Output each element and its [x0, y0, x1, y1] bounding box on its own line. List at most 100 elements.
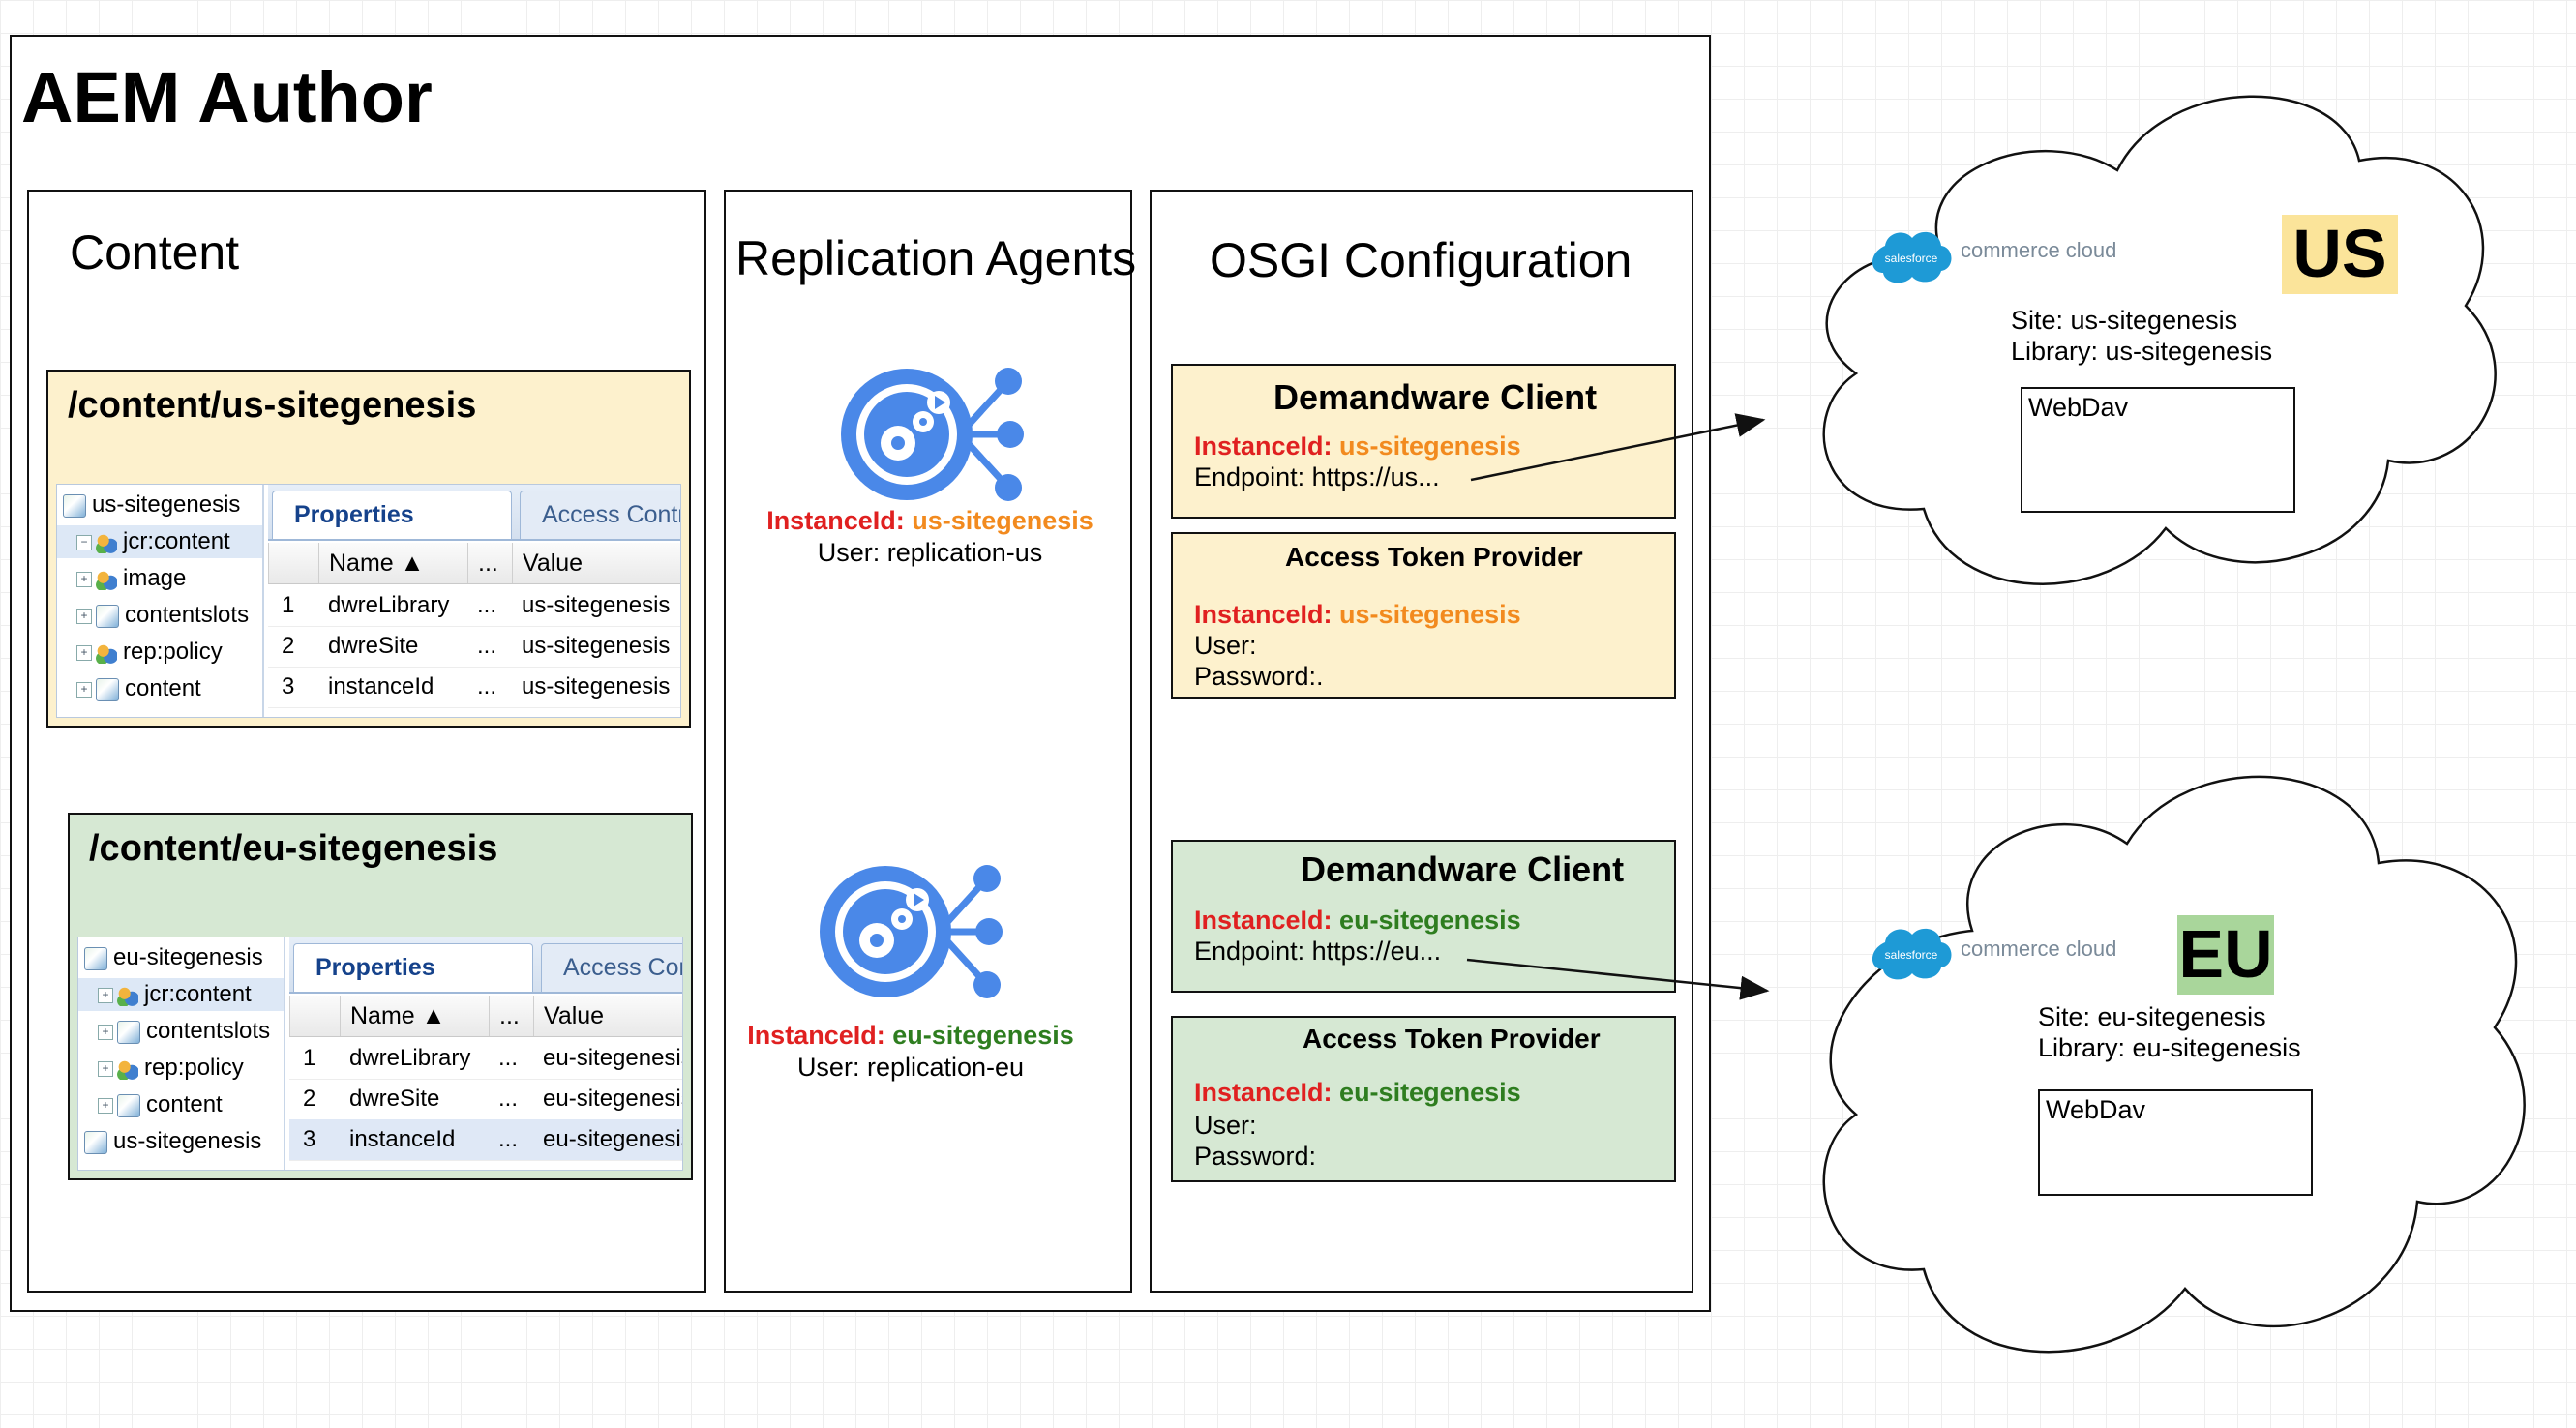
collapse-icon[interactable]: −: [76, 534, 92, 550]
tree-node[interactable]: +image: [57, 562, 262, 595]
osgi-configuration-column: OSGI Configuration Demandware Client Ins…: [1150, 190, 1693, 1293]
table-cell-n: 2: [282, 633, 295, 659]
tree-node[interactable]: eu-sitegenesis: [78, 941, 284, 974]
eu-content-path: /content/eu-sitegenesis: [89, 828, 498, 869]
replication-agents-title: Replication Agents: [735, 231, 1137, 285]
tree-node[interactable]: + rep:policy: [78, 1052, 284, 1085]
us-commerce-cloud-text: commerce cloud: [1961, 238, 2117, 262]
us-token-instance-label: InstanceId:: [1194, 600, 1333, 629]
expand-icon[interactable]: +: [76, 571, 92, 587]
osgi-configuration-title: OSGI Configuration: [1210, 233, 1632, 287]
us-token-instance-line: InstanceId: us-sitegenesis: [1194, 600, 1521, 630]
us-tab-access-control[interactable]: Access Contr: [520, 491, 680, 539]
aem-author-title: AEM Author: [21, 57, 433, 137]
us-tab-bar: Properties Access Contr: [268, 485, 680, 541]
us-grid-header-index: [268, 543, 318, 583]
us-token-instance-value: us-sitegenesis: [1339, 600, 1521, 629]
us-grid-header-name[interactable]: Name ▲: [318, 543, 467, 583]
us-crx-tree: us-sitegenesis −jcr:content +image +content…: [57, 485, 264, 717]
us-region-badge: US: [2282, 215, 2398, 294]
tree-node[interactable]: + rep:policy: [57, 636, 262, 669]
eu-client-instance-label: InstanceId:: [1194, 906, 1333, 935]
eu-grid-header-index: [289, 996, 340, 1036]
table-cell-n: 3: [303, 1126, 316, 1152]
folder-icon: [117, 984, 138, 1006]
tree-node[interactable]: +content: [78, 1088, 284, 1121]
folder-icon: [117, 1057, 138, 1080]
content-column: Content /content/us-sitegenesis us-siteg…: [27, 190, 706, 1293]
table-cell-value: eu-sitegenesis: [543, 1045, 683, 1071]
tree-node-label: us-sitegenesis: [113, 1128, 262, 1154]
us-content-panel: /content/us-sitegenesis us-sitegenesis−j…: [46, 370, 691, 728]
eu-tab-properties[interactable]: Properties: [293, 943, 533, 992]
us-agent-user: User: replication-us: [817, 538, 1043, 567]
eu-crx-browser: eu-sitegenesis+jcr:content+contentslots+…: [77, 937, 683, 1171]
tree-node[interactable]: +contentslots: [78, 1015, 284, 1048]
eu-agent-instance-value: eu-sitegenesis: [892, 1021, 1074, 1050]
tree-node-label: rep:policy: [144, 1055, 244, 1081]
us-webdav-label: WebDav: [2028, 393, 2129, 422]
expand-icon[interactable]: +: [76, 681, 92, 698]
table-cell-dots: ...: [498, 1126, 519, 1152]
us-grid-header-value[interactable]: Value: [512, 543, 680, 583]
page-icon: [96, 604, 119, 628]
tree-node[interactable]: us-sitegenesis: [57, 489, 262, 521]
us-crx-browser: us-sitegenesis −jcr:content +image +content…: [56, 484, 681, 718]
eu-tab-access-control[interactable]: Access Contr: [541, 943, 682, 992]
us-cloud-site: Site: us-sitegenesis: [2011, 306, 2238, 335]
eu-grid-header-value[interactable]: Value: [533, 996, 682, 1036]
expand-icon[interactable]: +: [98, 1060, 113, 1077]
page-icon: [84, 946, 107, 970]
us-token-password: Password:.: [1194, 662, 1324, 691]
eu-grid-header-name[interactable]: Name ▲: [340, 996, 489, 1036]
us-grid-header-dots: ...: [467, 543, 512, 583]
us-agent-instance-label: InstanceId:: [766, 506, 905, 535]
expand-icon[interactable]: +: [76, 644, 92, 661]
us-agent-details: InstanceId: us-sitegenesis User: replica…: [726, 505, 1134, 569]
tree-node-label: rep:policy: [123, 639, 223, 665]
replication-agents-column: Replication Agents InstanceId: us-sitege…: [724, 190, 1136, 1293]
expand-icon[interactable]: +: [76, 608, 92, 624]
tree-node[interactable]: −jcr:content: [57, 525, 262, 558]
tree-node[interactable]: +content: [57, 672, 262, 705]
table-cell-name: dwreLibrary: [328, 592, 450, 618]
expand-icon[interactable]: +: [98, 987, 113, 1003]
page-icon: [84, 1130, 107, 1154]
table-cell-dots: ...: [477, 592, 497, 618]
us-cloud-library: Library: us-sitegenesis: [2011, 337, 2273, 366]
eu-access-token-provider-config: Access Token Provider InstanceId: eu-sit…: [1171, 1016, 1676, 1182]
tree-node[interactable]: +contentslots: [57, 599, 262, 632]
us-client-instance-line: InstanceId: us-sitegenesis: [1194, 431, 1521, 461]
table-cell-dots: ...: [498, 1086, 519, 1112]
folder-icon: [96, 531, 117, 553]
us-agent-instance-value: us-sitegenesis: [912, 506, 1093, 535]
eu-agent-instance-label: InstanceId:: [747, 1021, 885, 1050]
us-replication-agent-icon: [841, 368, 1024, 501]
tree-node[interactable]: us-sitegenesis: [78, 1125, 284, 1158]
eu-agent-details: InstanceId: eu-sitegenesis User: replica…: [706, 1020, 1115, 1084]
table-cell-value: eu-sitegenesis: [543, 1126, 683, 1152]
eu-agent-user: User: replication-eu: [796, 1053, 1025, 1082]
eu-webdav-box: WebDav: [2038, 1089, 2313, 1196]
tree-node[interactable]: +jcr:content: [78, 978, 284, 1011]
eu-demandware-client-title: Demandware Client: [1301, 849, 1625, 889]
expand-icon[interactable]: +: [98, 1097, 113, 1114]
us-tab-properties[interactable]: Properties: [272, 491, 512, 539]
eu-access-token-title: Access Token Provider: [1303, 1024, 1601, 1054]
us-access-token-title: Access Token Provider: [1285, 542, 1583, 572]
expand-icon[interactable]: +: [98, 1024, 113, 1040]
eu-token-instance-value: eu-sitegenesis: [1339, 1078, 1521, 1107]
eu-endpoint-arrow: [1466, 958, 1770, 1000]
table-cell-name: dwreSite: [328, 633, 419, 659]
us-demandware-client-config: Demandware Client InstanceId: us-sitegen…: [1171, 364, 1676, 519]
us-client-instance-label: InstanceId:: [1194, 431, 1333, 461]
eu-grid-header-dots: ...: [489, 996, 533, 1036]
page-icon: [63, 493, 86, 518]
